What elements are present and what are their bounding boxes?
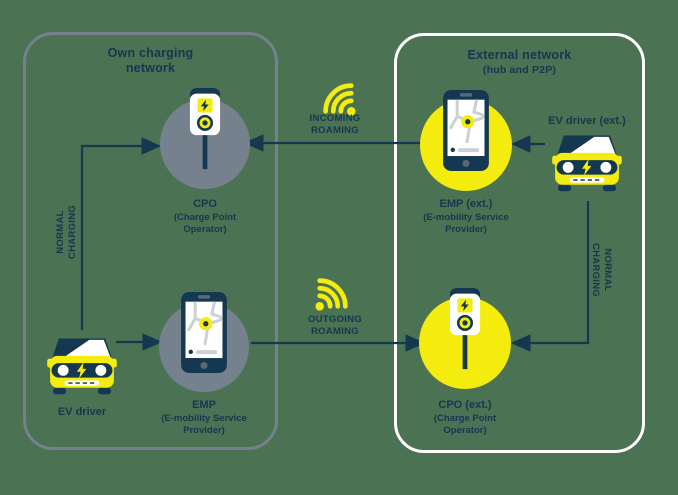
ext-normal-charging-label: NORMAL CHARGING xyxy=(590,242,613,298)
own-network-title: Own charging network xyxy=(23,46,278,76)
outgoing-roaming-label: OUTGOING ROAMING xyxy=(307,314,363,337)
cpo-ext-label: CPO (ext.) (Charge Point Operator) xyxy=(433,399,497,436)
charging-station-ext-icon xyxy=(449,288,481,370)
ev-driver-label: EV driver xyxy=(57,406,107,418)
smartphone-map-icon xyxy=(181,292,227,373)
smartphone-map-ext-icon xyxy=(443,90,489,171)
ev-car-ext-icon xyxy=(552,135,622,192)
arrow-ext-normal-charging xyxy=(510,201,590,352)
external-network-box xyxy=(394,33,645,453)
external-network-title: External network (hub and P2P) xyxy=(394,48,645,77)
ev-driver-ext-label: EV driver (ext.) xyxy=(548,115,626,127)
external-network-subtitle: (hub and P2P) xyxy=(482,64,557,76)
emp-label: EMP (E-mobility Service Provider) xyxy=(161,399,247,436)
own-network-title-text: Own charging network xyxy=(107,46,194,75)
wifi-incoming-icon xyxy=(323,83,356,116)
emp-ext-label: EMP (ext.) (E-mobility Service Provider) xyxy=(423,198,509,235)
ev-car-icon xyxy=(47,338,117,395)
wifi-outgoing-icon xyxy=(315,278,348,311)
external-network-title-text: External network xyxy=(467,48,572,62)
incoming-roaming-label: INCOMING ROAMING xyxy=(309,113,361,136)
arrow-own-normal-charging xyxy=(80,137,162,330)
cpo-label: CPO (Charge Point Operator) xyxy=(173,198,237,235)
own-normal-charging-label: NORMAL CHARGING xyxy=(55,204,78,260)
own-network-box xyxy=(23,32,278,450)
charging-station-icon xyxy=(189,88,221,170)
